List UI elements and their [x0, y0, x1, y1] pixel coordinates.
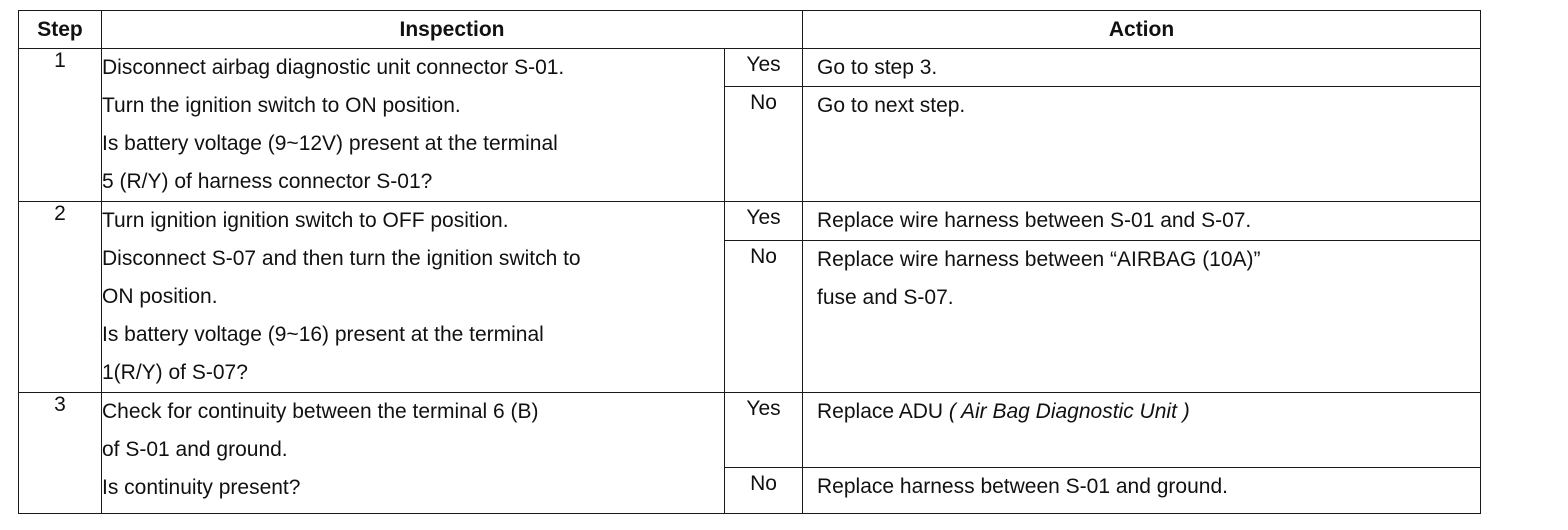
inspection-line: of S-01 and ground. [102, 438, 288, 461]
action-line: Go to next step. [817, 94, 966, 117]
no-action: Go to next step. [803, 86, 1481, 201]
header-step: Step [18, 10, 102, 49]
table-row: 1 Disconnect airbag diagnostic unit conn… [18, 48, 1482, 202]
yes-label: Yes [746, 206, 781, 229]
header-inspection: Inspection [100, 10, 804, 49]
inspection-line: Turn ignition ignition switch to OFF pos… [102, 209, 509, 232]
inspection-cell: Disconnect airbag diagnostic unit connec… [101, 48, 725, 202]
action-prefix: Replace ADU [817, 400, 944, 423]
inspection-cell: Turn ignition ignition switch to OFF pos… [101, 201, 725, 393]
no-label: No [725, 467, 803, 513]
table-row: 2 Turn ignition ignition switch to OFF p… [18, 201, 1482, 393]
action-cell: Replace wire harness between S-01 and S-… [802, 201, 1482, 393]
step-number: 1 [18, 48, 102, 202]
no-action: Replace harness between S-01 and ground. [803, 467, 1481, 513]
no-action: Replace wire harness between “AIRBAG (10… [803, 240, 1481, 392]
inspection-line: Check for continuity between the termina… [102, 400, 539, 423]
table-header-row: Step Inspection Action [18, 10, 1482, 49]
action-line: Replace harness between S-01 and ground. [817, 475, 1228, 498]
no-label: No [725, 240, 803, 392]
inspection-line: Is battery voltage (9~16) present at the… [102, 323, 544, 346]
action-line: Replace ADU ( Air Bag Diagnostic Unit ) [817, 397, 1468, 435]
header-action: Action [802, 10, 1482, 49]
inspection-line: Is continuity present? [102, 476, 301, 499]
no-label: No [725, 86, 803, 201]
inspection-cell: Check for continuity between the termina… [101, 392, 725, 514]
yes-label: Yes [746, 397, 781, 420]
yes-action: Replace wire harness between S-01 and S-… [803, 202, 1480, 240]
action-cell: Replace ADU ( Air Bag Diagnostic Unit ) … [802, 392, 1482, 514]
table-row: 3 Check for continuity between the termi… [18, 392, 1482, 514]
action-line: Go to step 3. [817, 56, 938, 79]
yes-label: Yes [746, 53, 781, 76]
inspection-line: Disconnect S-07 and then turn the igniti… [102, 247, 581, 270]
action-italic-note: ( Air Bag Diagnostic Unit ) [948, 400, 1190, 423]
inspection-line: Disconnect airbag diagnostic unit connec… [102, 56, 565, 79]
step-number: 2 [18, 201, 102, 393]
inspection-line: ON position. [102, 285, 218, 308]
inspection-line: Is battery voltage (9~12V) present at th… [102, 132, 558, 155]
action-line: Replace wire harness between “AIRBAG (10… [817, 248, 1261, 271]
inspection-line: 1(R/Y) of S-07? [102, 361, 248, 384]
troubleshooting-table: Step Inspection Action 1 Disconnect airb… [18, 10, 1482, 514]
result-cell: Yes No [723, 392, 804, 514]
yes-action: Go to step 3. [803, 49, 1480, 86]
inspection-line: 5 (R/Y) of harness connector S-01? [102, 170, 433, 193]
action-line: Replace wire harness between S-01 and S-… [817, 209, 1252, 232]
action-cell: Go to step 3. Go to next step. [802, 48, 1482, 202]
action-line: fuse and S-07. [817, 286, 954, 309]
result-cell: Yes No [723, 48, 804, 202]
inspection-line: Turn the ignition switch to ON position. [102, 94, 461, 117]
step-number: 3 [18, 392, 102, 514]
yes-action: Replace ADU ( Air Bag Diagnostic Unit ) [803, 393, 1480, 467]
result-cell: Yes No [723, 201, 804, 393]
